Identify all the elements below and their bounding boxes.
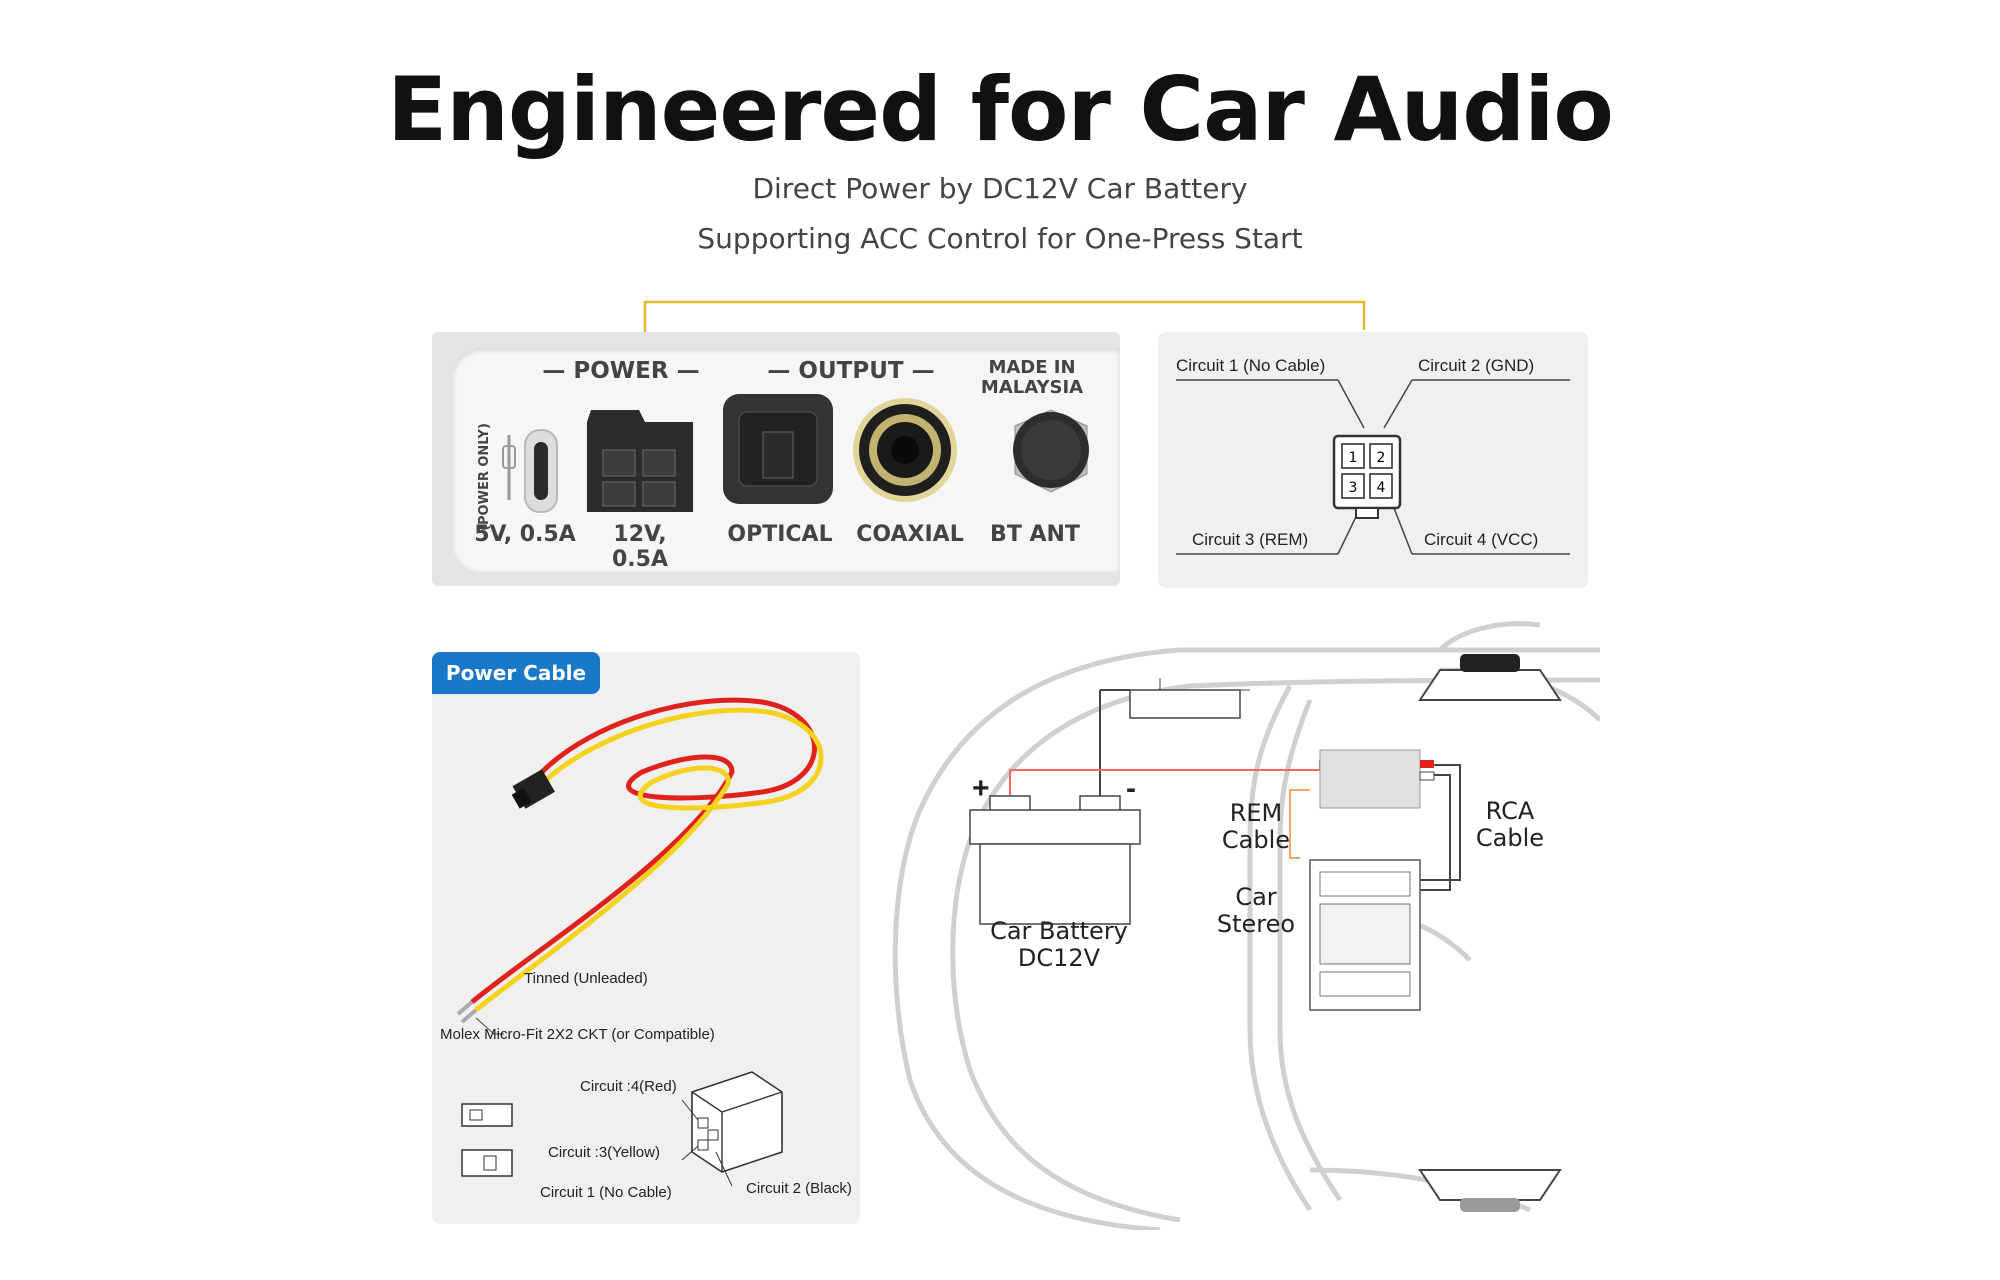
bt-antenna-port-icon — [1013, 409, 1089, 493]
pinout-circuit-4: Circuit 4 (VCC) — [1424, 530, 1539, 549]
pin-1: 1 — [1349, 450, 1358, 466]
pinout-diagram: 1 2 3 4 — [1176, 379, 1570, 555]
usb-c-port-icon — [502, 429, 558, 513]
power-cable-badge: Power Cable — [432, 652, 600, 694]
pin-3: 3 — [1349, 480, 1358, 496]
pinout-circuit-2: Circuit 2 (GND) — [1418, 356, 1535, 375]
pinout-circuit-1: Circuit 1 (No Cable) — [1176, 356, 1326, 375]
speaker-bottom-icon — [1418, 1169, 1562, 1212]
bt-port-label: BT ANT — [990, 522, 1080, 547]
connector-3d-icon — [681, 1071, 783, 1187]
made-in-label: MADE IN MALAYSIA — [980, 357, 1084, 398]
car-battery-icon — [969, 795, 1141, 925]
dc-port-label: 12V, 0.5A — [612, 522, 668, 572]
power-only-label: (POWER ONLY) — [477, 423, 492, 531]
connector-side-icon — [461, 1103, 513, 1177]
tinned-ends-icon — [456, 1000, 504, 1035]
power-cable-illustration — [456, 697, 824, 1187]
rem-cable-label: REM Cable — [1221, 799, 1291, 854]
device-ports — [502, 394, 1089, 513]
subtitle-power: Direct Power by DC12V Car Battery — [752, 172, 1248, 205]
car-stereo-icon — [1309, 859, 1421, 1011]
molex-power-port-icon — [587, 410, 693, 512]
rca-cable-label: RCA Cable — [1475, 797, 1545, 852]
power-cable-card — [432, 652, 860, 1224]
molex-label: Molex Micro-Fit 2X2 CKT (or Compatible) — [440, 1026, 715, 1043]
cable-circuit-3: Circuit :3(Yellow) — [548, 1144, 660, 1161]
speaker-top-icon — [1418, 654, 1562, 701]
cable-circuit-2: Circuit 2 (Black) — [746, 1180, 852, 1197]
page-title: Engineered for Car Audio — [387, 58, 1614, 161]
battery-label: Car Battery DC12V — [990, 917, 1128, 972]
usb-port-label: 5V, 0.5A — [474, 522, 576, 547]
coaxial-port-icon — [853, 398, 957, 502]
car-wiring-diagram — [892, 621, 1600, 1230]
subtitle-acc: Supporting ACC Control for One-Press Sta… — [697, 222, 1303, 255]
pinout-circuit-3: Circuit 3 (REM) — [1192, 530, 1309, 549]
coaxial-port-label: COAXIAL — [856, 522, 964, 547]
optical-port-icon — [723, 394, 833, 504]
ground-box-icon — [1120, 678, 1250, 719]
cable-circuit-1: Circuit 1 (No Cable) — [540, 1184, 672, 1201]
battery-minus-sign: - — [1126, 772, 1136, 805]
pin-2: 2 — [1377, 450, 1386, 466]
car-stereo-label: Car Stereo — [1216, 883, 1296, 938]
pin-4: 4 — [1377, 480, 1386, 496]
tinned-label: Tinned (Unleaded) — [524, 970, 648, 987]
battery-plus-sign: + — [972, 772, 990, 805]
output-heading: — OUTPUT — — [767, 358, 935, 384]
cable-wires — [470, 697, 824, 1012]
optical-port-label: OPTICAL — [727, 522, 833, 547]
cable-circuit-4: Circuit :4(Red) — [580, 1078, 677, 1095]
amplifier-box-icon — [1319, 749, 1435, 809]
molex-plug-icon — [511, 769, 555, 809]
power-heading: — POWER — — [542, 358, 700, 384]
